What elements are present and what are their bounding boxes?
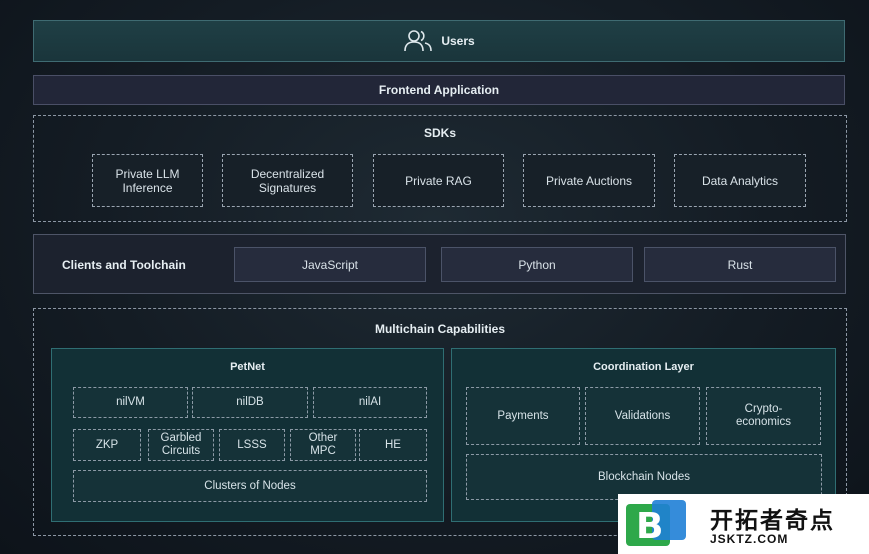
sdk-label: Data Analytics bbox=[701, 173, 779, 188]
watermark: B 开拓者奇点 JSKTZ.COM bbox=[618, 494, 869, 554]
frontend-label: Frontend Application bbox=[378, 83, 500, 97]
sdk-decentralized-signatures: Decentralized Signatures bbox=[222, 154, 353, 207]
petnet-clusters-of-nodes: Clusters of Nodes bbox=[73, 470, 427, 502]
sdk-private-auctions: Private Auctions bbox=[523, 154, 655, 207]
multichain-capabilities-layer: Multichain Capabilities PetNet nilVM nil… bbox=[33, 308, 847, 536]
petnet-label: ZKP bbox=[95, 438, 119, 451]
clients-title: Clients and Toolchain bbox=[62, 258, 186, 272]
petnet-label: HE bbox=[385, 438, 401, 451]
coordination-layer-panel: Coordination Layer Payments Validations … bbox=[451, 348, 836, 522]
sdk-data-analytics: Data Analytics bbox=[674, 154, 806, 207]
users-icon bbox=[404, 30, 433, 52]
petnet-label: nilAI bbox=[358, 396, 382, 408]
coordination-label: Validations bbox=[614, 409, 671, 422]
petnet-garbled-circuits: Garbled Circuits bbox=[148, 429, 214, 461]
petnet-zkp: ZKP bbox=[73, 429, 141, 461]
petnet-label: LSSS bbox=[237, 438, 267, 451]
petnet-he: HE bbox=[359, 429, 427, 461]
client-javascript: JavaScript bbox=[234, 247, 426, 282]
petnet-label: Garbled Circuits bbox=[160, 432, 202, 457]
users-label: Users bbox=[441, 34, 475, 48]
petnet-nilai: nilAI bbox=[313, 387, 427, 418]
multichain-title: Multichain Capabilities bbox=[374, 322, 506, 336]
coordination-validations: Validations bbox=[585, 387, 700, 445]
petnet-label: Clusters of Nodes bbox=[204, 479, 296, 492]
clients-toolchain-layer: Clients and Toolchain JavaScript Python … bbox=[33, 234, 846, 294]
sdk-label: Private Auctions bbox=[545, 173, 633, 188]
coordination-payments: Payments bbox=[466, 387, 580, 445]
watermark-url: JSKTZ.COM bbox=[710, 532, 789, 546]
coordination-label: Crypto-economics bbox=[736, 403, 791, 428]
petnet-panel: PetNet nilVM nilDB nilAI ZKP Garbled Cir… bbox=[51, 348, 444, 522]
sdk-label: Private RAG bbox=[405, 173, 472, 188]
sdk-private-llm-inference: Private LLM Inference bbox=[92, 154, 203, 207]
sdks-layer: SDKs Private LLM Inference Decentralized… bbox=[33, 115, 847, 222]
petnet-label: nilVM bbox=[116, 396, 145, 408]
petnet-title: PetNet bbox=[230, 361, 265, 373]
client-rust: Rust bbox=[644, 247, 836, 282]
coordination-crypto-economics: Crypto-economics bbox=[706, 387, 821, 445]
sdk-private-rag: Private RAG bbox=[373, 154, 504, 207]
sdks-title: SDKs bbox=[423, 126, 456, 140]
sdk-label: Decentralized Signatures bbox=[250, 166, 325, 195]
frontend-application-layer: Frontend Application bbox=[33, 75, 845, 105]
coordination-title: Coordination Layer bbox=[593, 361, 694, 373]
users-layer: Users bbox=[33, 20, 845, 62]
petnet-other-mpc: Other MPC bbox=[290, 429, 356, 461]
client-python: Python bbox=[441, 247, 633, 282]
client-label: JavaScript bbox=[301, 257, 359, 272]
coordination-label: Payments bbox=[497, 409, 549, 422]
sdk-label: Private LLM Inference bbox=[115, 166, 180, 195]
petnet-label: Other MPC bbox=[308, 432, 338, 457]
client-label: Python bbox=[518, 257, 556, 272]
coordination-blockchain-nodes: Blockchain Nodes bbox=[466, 454, 822, 500]
watermark-logo-icon: B bbox=[626, 500, 686, 547]
coordination-label: Blockchain Nodes bbox=[597, 470, 691, 483]
svg-text:B: B bbox=[636, 506, 663, 547]
client-label: Rust bbox=[727, 257, 753, 272]
petnet-nilvm: nilVM bbox=[73, 387, 188, 418]
watermark-text: 开拓者奇点 bbox=[710, 507, 835, 533]
petnet-label: nilDB bbox=[236, 396, 264, 408]
petnet-lsss: LSSS bbox=[219, 429, 285, 461]
petnet-nildb: nilDB bbox=[192, 387, 308, 418]
